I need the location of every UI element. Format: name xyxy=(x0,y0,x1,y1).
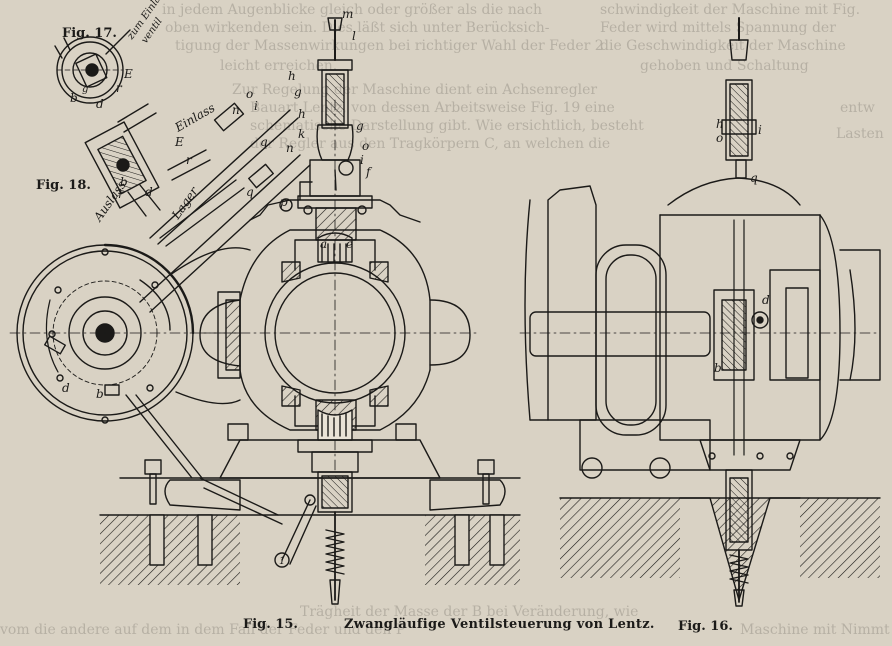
label-1: 1 xyxy=(279,556,285,567)
label-b: b xyxy=(714,361,722,375)
label-l: l xyxy=(352,29,356,43)
fig16-side-view xyxy=(519,17,881,607)
label-E: E xyxy=(174,135,184,149)
label-lager: Lager xyxy=(168,183,201,222)
label-h: h xyxy=(716,117,724,131)
label-o: o xyxy=(362,139,369,153)
label-p: p xyxy=(280,195,288,209)
bleed-line: Lasten xyxy=(836,126,884,142)
label-g: g xyxy=(356,119,364,133)
bleed-line: vom die andere auf dem in dem Fall der F… xyxy=(0,622,406,638)
label-d: d xyxy=(762,293,770,307)
label-a: a xyxy=(320,237,327,251)
label-i: i xyxy=(360,153,364,167)
fig16-labels: h o i q d b xyxy=(714,117,770,375)
label-f: f xyxy=(365,165,373,179)
label-i: i xyxy=(758,123,762,137)
fig17-eccentric-view xyxy=(54,29,131,104)
fig15-labels: m l h g h k g o i n p n o i f q q a e d … xyxy=(62,7,373,567)
bleed-line: der Regler aus den Tragkörpern C, an wel… xyxy=(250,136,611,152)
label-q: q xyxy=(246,185,254,199)
label-g: g xyxy=(294,85,302,99)
bleed-line: Feder wird mittels Spannung der xyxy=(600,20,836,36)
label-e: e xyxy=(346,237,353,251)
bleed-line: gehoben und Schaltung xyxy=(640,58,809,74)
label-d: d xyxy=(145,185,153,199)
label-h: h xyxy=(298,107,306,121)
label-r: r xyxy=(118,187,125,201)
fig15-eccentric-disk xyxy=(9,243,241,424)
label-g: g xyxy=(82,84,88,95)
bleed-line: die Geschwindigkeit der Maschine xyxy=(600,38,846,54)
label-k: k xyxy=(298,127,305,141)
fig16-caption: Fig. 16. xyxy=(678,619,733,634)
label-b: b xyxy=(120,175,128,189)
label-q: q xyxy=(750,171,758,185)
fig15-cylinder-housing xyxy=(199,99,481,471)
fig15-frame-arm xyxy=(169,247,251,405)
label-o: o xyxy=(716,131,723,145)
figure-title: Zwangläufige Ventilsteuerung von Lentz. xyxy=(344,617,655,632)
bleed-line: schwindigkeit der Maschine mit Fig. xyxy=(600,2,861,18)
label-r: r xyxy=(186,153,193,167)
fig15-upper-valve xyxy=(297,17,373,263)
bleed-line: leicht erreichen. xyxy=(220,58,338,74)
label-n: n xyxy=(286,141,294,155)
label-auslass: Auslass xyxy=(90,178,128,224)
label-o: o xyxy=(246,87,253,101)
label-n: n xyxy=(232,103,240,117)
label-h: h xyxy=(288,69,296,83)
label-E: E xyxy=(123,67,133,81)
bleed-line: Zur Regelung der Maschine dient ein Achs… xyxy=(232,82,598,98)
fig15-base xyxy=(99,423,521,585)
fig17-caption: Fig. 17. xyxy=(62,26,117,41)
fig18-caption: Fig. 18. xyxy=(36,178,91,193)
label-q: q xyxy=(260,135,268,149)
label-b: b xyxy=(96,387,104,401)
bleed-line: entw xyxy=(840,100,875,116)
bleed-line: Trägheit der Masse der B bei Veränderung… xyxy=(300,604,639,620)
label-m: m xyxy=(342,7,353,21)
bleed-line: in jedem Augenblicke gleich oder größer … xyxy=(162,2,542,18)
bleed-line: oben wirkenden sein. Dies läßt sich unte… xyxy=(165,20,550,36)
label-r: r xyxy=(116,81,123,95)
bleed-line: Maschine mit Nimmt xyxy=(740,622,890,638)
label-d: d xyxy=(96,97,104,111)
label-d: d xyxy=(62,381,70,395)
fig15-lower-valve xyxy=(281,399,373,605)
label-i: i xyxy=(254,99,258,113)
bleed-line: tigung der Massenwirkungen bei richtiger… xyxy=(175,38,604,54)
label-b: b xyxy=(70,91,78,105)
label-einlass: Einlass xyxy=(172,101,218,135)
fig18-eccentric-section xyxy=(84,103,211,217)
fig15-caption: Fig. 15. xyxy=(243,617,298,632)
fig15-eccentric-rods xyxy=(125,102,311,568)
